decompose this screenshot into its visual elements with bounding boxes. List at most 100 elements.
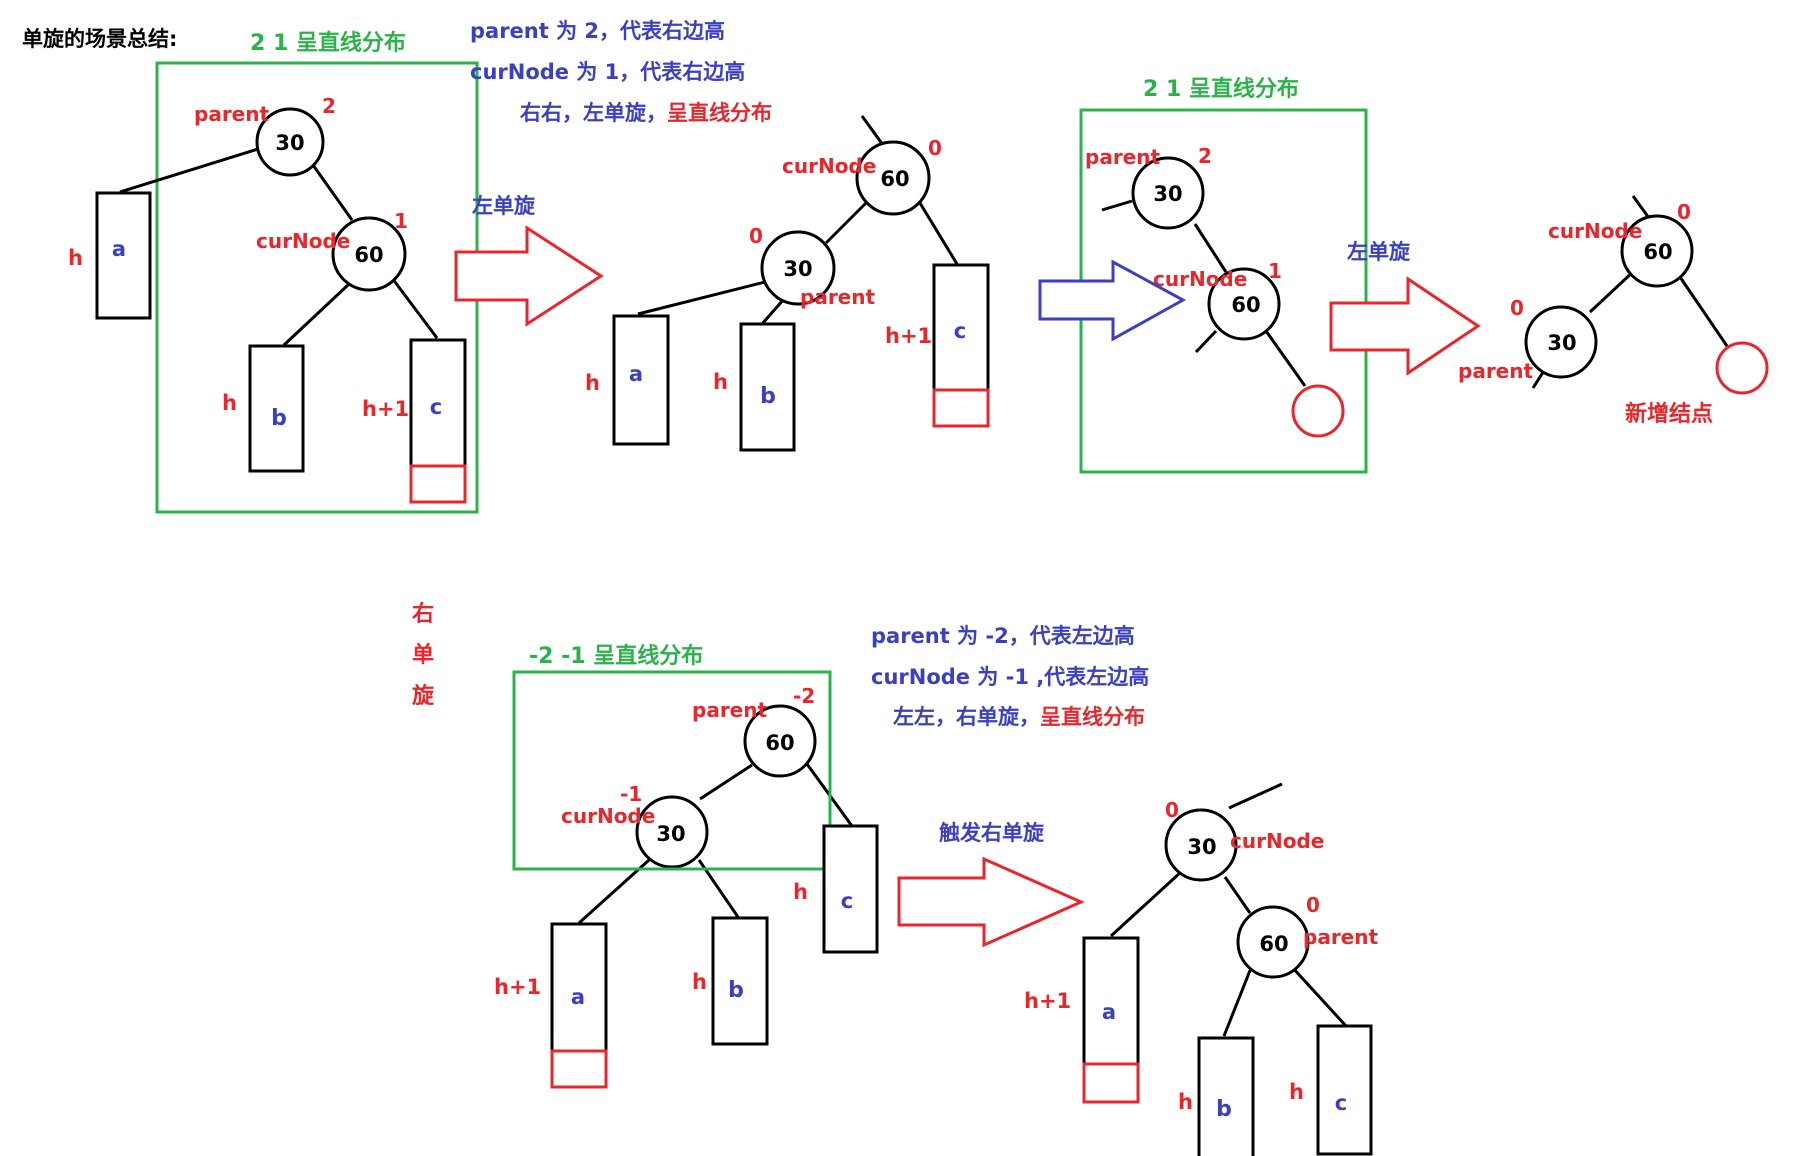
- arrow-label: 左单旋: [1347, 240, 1411, 264]
- parent-node-label: parent: [692, 698, 767, 722]
- cur-balance-factor: 0: [1677, 200, 1691, 224]
- note-line: 右右，左单旋，呈直线分布: [520, 101, 772, 125]
- tree-edge: [1588, 268, 1637, 314]
- right-rotation-after-diagram: 60 curNode 0 30 parent 0 新增结点: [1458, 195, 1769, 427]
- parent-node: [760, 230, 836, 306]
- parent-node: [1236, 905, 1310, 979]
- tree-edge: [1631, 195, 1651, 219]
- cur-node: [855, 140, 931, 216]
- tree-edge: [860, 115, 885, 146]
- parent-node-key: 60: [765, 731, 794, 755]
- subtree-a-height: h+1: [494, 975, 541, 999]
- cur-node-key: 30: [1187, 835, 1216, 859]
- tree-edge: [119, 147, 259, 194]
- subtree-b-name: b: [271, 406, 287, 431]
- tree-edge: [1290, 965, 1348, 1028]
- subtree-b-height: h: [1178, 1090, 1193, 1114]
- highlight-box-label: 2 1 呈直线分布: [250, 30, 406, 56]
- subtree-b: [248, 344, 305, 473]
- tree-edge: [1101, 199, 1133, 212]
- parent-node-label: parent: [194, 102, 269, 126]
- cur-node-key: 60: [1643, 240, 1672, 264]
- tree-edge: [760, 298, 786, 325]
- cur-node-key: 60: [880, 167, 909, 191]
- subtree-b-name: b: [760, 384, 776, 409]
- subtree-a-name: a: [571, 985, 585, 1009]
- side-label-char: 右: [412, 602, 434, 627]
- right-rotation-after-diagram: 30 curNode 0 60 parent 0 a h+1 b h c h: [1024, 782, 1378, 1156]
- subtree-c: [932, 263, 990, 392]
- new-node-label: 新增结点: [1625, 401, 1713, 427]
- subtree-c-name: c: [430, 395, 442, 419]
- subtree-b-name: b: [728, 978, 744, 1003]
- subtree-a-height: h: [585, 371, 600, 395]
- subtree-a-height: h+1: [1024, 989, 1071, 1013]
- parent-node-label: parent: [1458, 359, 1533, 383]
- cur-node-label: curNode: [561, 804, 655, 828]
- cur-node-label: curNode: [1153, 267, 1247, 291]
- parent-node-key: 30: [1547, 331, 1576, 355]
- parent-node: [1131, 156, 1205, 230]
- subtree-b-height: h: [692, 970, 707, 994]
- subtree-c-height: h: [1289, 1080, 1304, 1104]
- cur-node-label: curNode: [1230, 829, 1324, 853]
- cur-node-label: curNode: [256, 229, 350, 253]
- cur-balance-factor: -1: [620, 782, 642, 806]
- right-rotation-arrow: 触发右单旋: [897, 821, 1085, 948]
- tree-edge: [1678, 276, 1729, 347]
- cur-node: [1620, 214, 1694, 288]
- cur-node-label: curNode: [1548, 219, 1642, 243]
- subtree-a-name: a: [629, 362, 643, 386]
- inserted-node: [1291, 384, 1345, 438]
- cur-node: [635, 795, 709, 869]
- note-text: 左左，右单旋，: [893, 705, 1040, 729]
- subtree-a: [612, 314, 670, 446]
- cur-balance-factor: 1: [394, 209, 408, 233]
- subtree-c: [822, 824, 879, 954]
- arrow-label: 左单旋: [472, 194, 536, 218]
- tree-edge: [1222, 967, 1253, 1037]
- note-line: parent 为 -2，代表左边高: [871, 624, 1135, 648]
- side-label-char: 旋: [412, 683, 435, 709]
- left-rotation-arrow: 左单旋: [454, 194, 604, 327]
- subtree-b: [711, 916, 769, 1046]
- subtree-a: [95, 191, 152, 320]
- straight-line-highlight-box: [512, 670, 832, 871]
- parent-balance-factor: 0: [1510, 296, 1524, 320]
- note-text: 右右，左单旋，: [520, 101, 667, 125]
- subtree-b-name: b: [1216, 1097, 1232, 1122]
- tree-edge: [1194, 329, 1218, 354]
- subtree-a: [1082, 936, 1140, 1066]
- tree-edge: [390, 277, 439, 339]
- subtree-a: [550, 922, 608, 1053]
- cur-node-key: 60: [1231, 293, 1260, 317]
- parent-node-key: 30: [1153, 182, 1182, 206]
- subtree-c-height: h+1: [362, 397, 409, 421]
- inserted-node: [1715, 341, 1769, 395]
- subtree-c-name: c: [841, 889, 853, 913]
- arrow-shape: [454, 225, 604, 327]
- subtree-a-height: h: [68, 246, 83, 270]
- arrow-shape: [1038, 259, 1187, 342]
- tree-edge: [1193, 223, 1228, 273]
- cur-balance-factor: 1: [1268, 259, 1282, 283]
- subtree-a-name: a: [112, 237, 126, 261]
- page-title: 单旋的场景总结:: [22, 27, 177, 51]
- parent-balance-factor: -2: [793, 684, 815, 708]
- cur-node: [1207, 267, 1281, 341]
- highlight-box-label: 2 1 呈直线分布: [1143, 76, 1299, 102]
- side-label-char: 单: [412, 643, 434, 668]
- tree-edge: [1223, 876, 1252, 914]
- note-line: parent 为 2，代表右边高: [470, 19, 725, 43]
- cur-balance-factor: 0: [1165, 798, 1179, 822]
- right-rotation-side-label: 右 单 旋: [412, 602, 435, 709]
- parent-balance-factor: 2: [1198, 144, 1212, 168]
- note-highlight: 呈直线分布: [667, 101, 772, 125]
- cur-node-key: 60: [354, 243, 383, 267]
- parent-balance-factor: 2: [322, 94, 336, 118]
- parent-node-label: parent: [1085, 145, 1160, 169]
- parent-node-label: parent: [1303, 925, 1378, 949]
- tree-edge: [1228, 782, 1283, 810]
- parent-node: [743, 704, 817, 778]
- left-rotation-after-diagram: 60 curNode 0 30 parent 0 a h b h c h+1: [585, 115, 990, 452]
